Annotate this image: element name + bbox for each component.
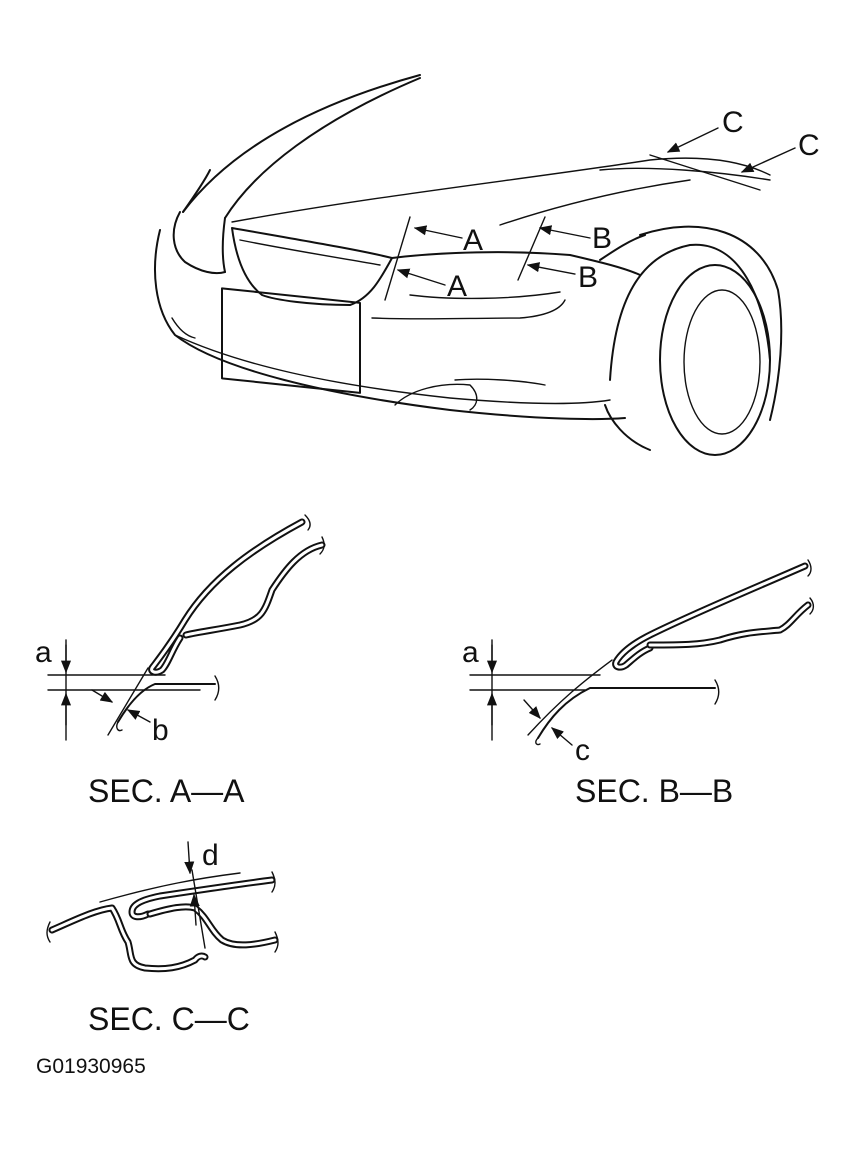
dim-label-a-bb: a	[462, 636, 479, 669]
label-a-upper: A	[463, 224, 483, 257]
caption-section-cc: SEC. C—C	[88, 1001, 250, 1037]
label-b-lower: B	[578, 261, 598, 294]
caption-section-bb: SEC. B—B	[575, 773, 733, 809]
dim-label-a-aa: a	[35, 636, 52, 669]
dim-label-c-bb: c	[575, 734, 590, 767]
cut-line-a	[384, 216, 411, 301]
label-c-upper: C	[722, 106, 744, 139]
car-front-illustration	[154, 74, 783, 456]
figure-code: G01930965	[36, 1055, 146, 1078]
car-callout-arrows	[396, 127, 796, 286]
label-a-lower: A	[447, 270, 467, 303]
section-aa-drawing	[47, 514, 326, 741]
dim-label-b-aa: b	[152, 714, 169, 747]
section-cc-drawing	[46, 841, 279, 973]
section-bb-drawing	[469, 559, 815, 746]
cut-line-c	[649, 154, 761, 191]
label-b-upper: B	[592, 222, 612, 255]
cut-line-b	[517, 216, 546, 281]
caption-section-aa: SEC. A—A	[88, 773, 245, 809]
label-c-lower: C	[798, 129, 820, 162]
dim-label-d-cc: d	[202, 839, 219, 872]
